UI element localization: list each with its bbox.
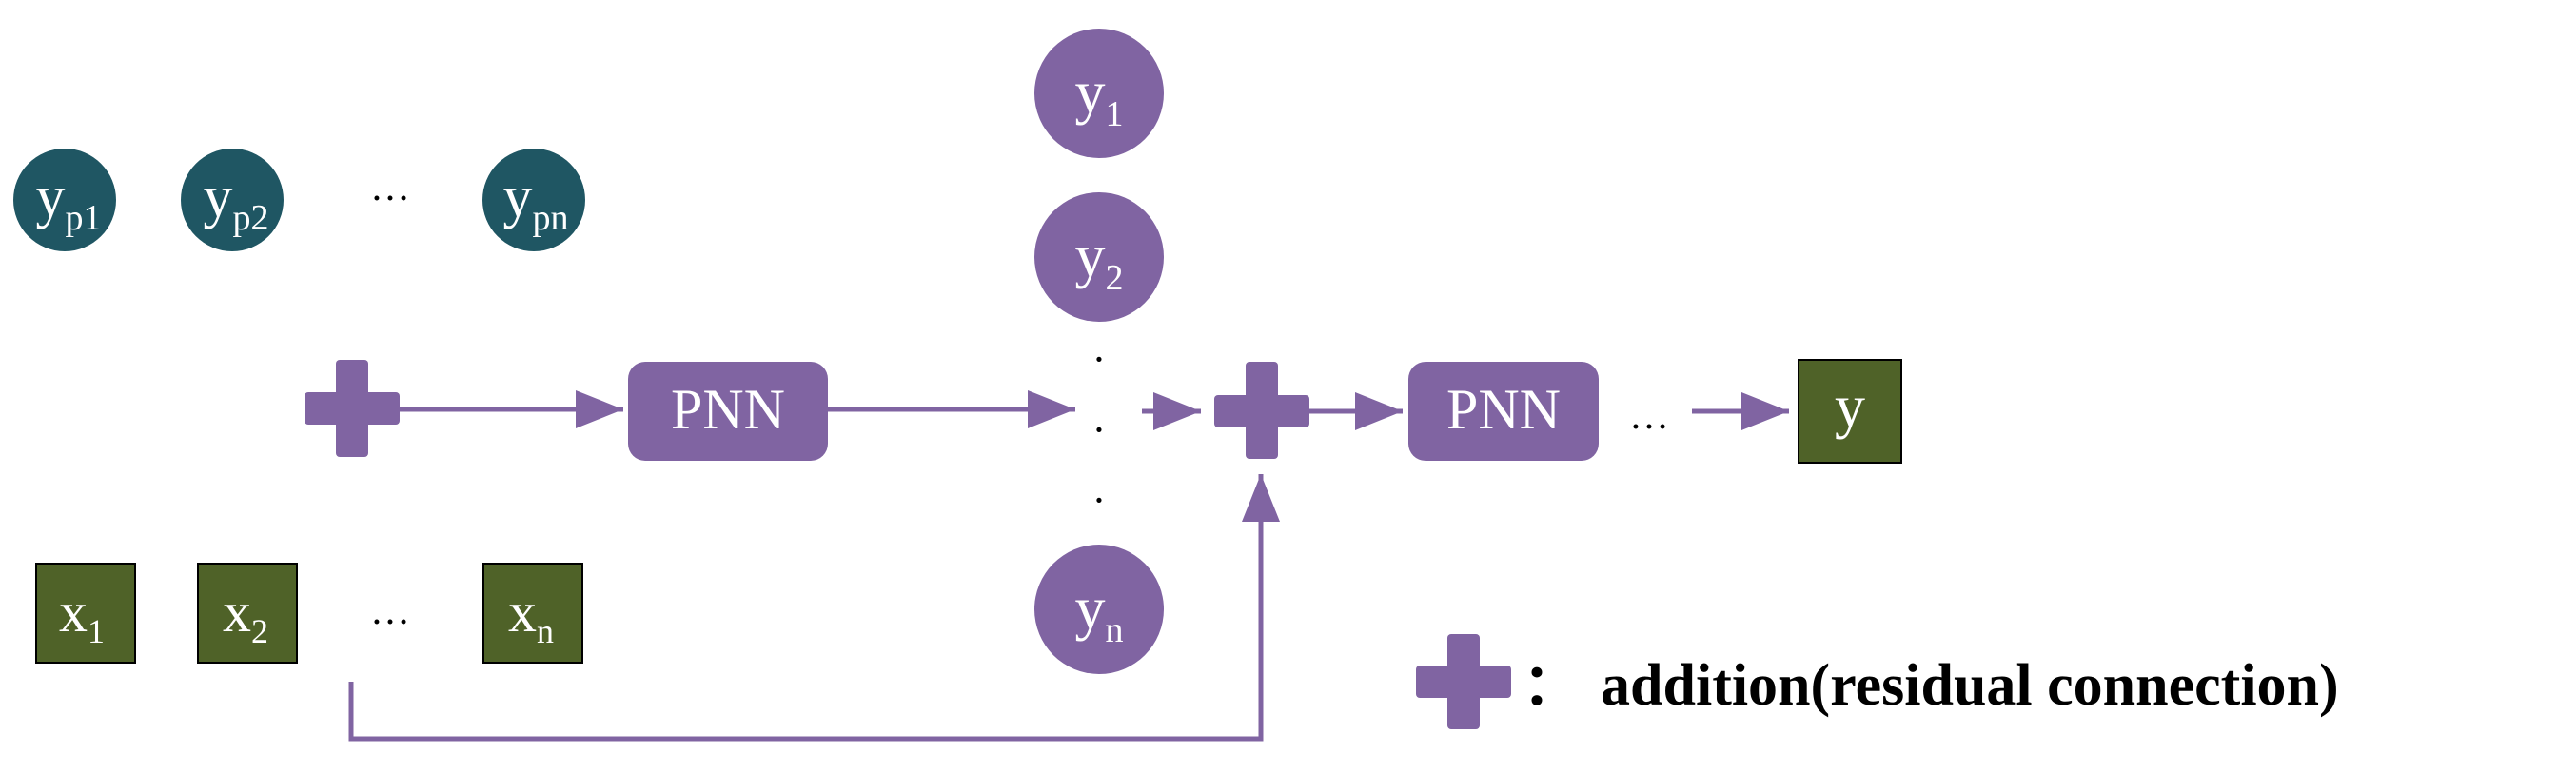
output-column: y1 y2 · · · yn: [1034, 29, 1164, 674]
prediction-node-1-base: y: [36, 165, 66, 229]
svg-text:x1: x1: [59, 581, 105, 650]
prediction-node-2-sub: p2: [233, 198, 269, 238]
svg-text:yp2: yp2: [204, 165, 269, 238]
legend-text: addition(residual connection): [1601, 653, 2339, 718]
pnn-block-2-label: PNN: [1446, 378, 1561, 441]
output-node-2: y2: [1034, 192, 1164, 322]
pnn-block-2: PNN: [1408, 362, 1599, 461]
input-node-1-base: x: [59, 581, 88, 644]
svg-text:yn: yn: [1075, 574, 1124, 650]
prediction-node-2-base: y: [204, 165, 233, 229]
output-node-n-base: y: [1075, 574, 1106, 642]
input-ellipsis: …: [370, 589, 410, 633]
prediction-node-n: ypn: [482, 149, 585, 251]
output-node-1-base: y: [1075, 58, 1106, 126]
pnn-block-1-label: PNN: [671, 378, 785, 441]
svg-text:y2: y2: [1075, 222, 1124, 298]
plus-icon: [1416, 634, 1511, 729]
output-vdot-1: ·: [1092, 336, 1107, 383]
plus-icon: [1214, 362, 1309, 459]
input-row: x1 x2 … xn: [35, 563, 583, 664]
input-node-2-base: x: [223, 581, 251, 644]
output-node-2-base: y: [1075, 222, 1106, 289]
svg-text:x2: x2: [223, 581, 268, 650]
final-output-node: y: [1798, 359, 1902, 464]
prediction-node-n-base: y: [503, 165, 533, 229]
input-node-n: xn: [482, 563, 583, 664]
final-output-label: y: [1835, 372, 1865, 440]
legend: ： addition(residual connection): [1416, 634, 2339, 729]
svg-text:xn: xn: [508, 581, 554, 650]
output-vdot-3: ·: [1092, 477, 1107, 524]
output-node-n-sub: n: [1106, 610, 1124, 650]
prediction-ellipsis: …: [370, 166, 410, 209]
prediction-node-1: yp1: [13, 149, 116, 251]
output-vdot-2: ·: [1092, 407, 1107, 453]
svg-text:ypn: ypn: [503, 165, 569, 238]
plus-icon: [305, 360, 400, 457]
prediction-node-1-sub: p1: [66, 198, 102, 238]
input-node-2-sub: 2: [251, 612, 268, 650]
input-node-n-sub: n: [537, 612, 554, 650]
input-node-1: x1: [35, 563, 136, 664]
input-node-1-sub: 1: [88, 612, 105, 650]
output-node-1: y1: [1034, 29, 1164, 158]
input-node-n-base: x: [508, 581, 537, 644]
output-node-2-sub: 2: [1106, 258, 1124, 298]
prediction-node-n-sub: pn: [533, 198, 569, 238]
prediction-row: yp1 yp2 … ypn: [13, 149, 585, 251]
input-node-2: x2: [197, 563, 298, 664]
output-node-n: yn: [1034, 545, 1164, 674]
pnn-chain-ellipsis: …: [1629, 394, 1669, 438]
prediction-node-2: yp2: [181, 149, 284, 251]
legend-separator: ：: [1523, 654, 1580, 717]
svg-text:yp1: yp1: [36, 165, 102, 238]
output-node-1-sub: 1: [1106, 94, 1124, 134]
residual-connection-arrow: [348, 474, 1280, 742]
svg-text:y1: y1: [1075, 58, 1124, 134]
pnn-block-1: PNN: [628, 362, 828, 461]
